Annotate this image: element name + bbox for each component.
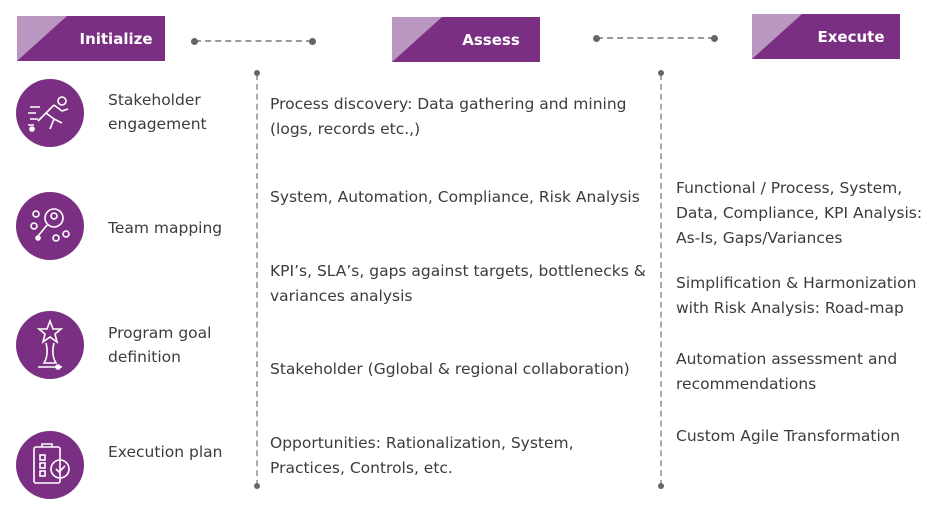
- phase-initialize: Initialize: [17, 16, 165, 61]
- execute-item: Functional / Process, System, Data, Comp…: [676, 179, 923, 247]
- execute-item: Automation assessment and recommendation…: [676, 350, 898, 393]
- divider-dot: [658, 70, 664, 76]
- trophy-star-icon: [16, 311, 84, 379]
- initialize-item-label: Execution plan: [108, 443, 223, 461]
- checklist-icon: [16, 431, 84, 499]
- assess-item: Opportunities: Rationalization, System, …: [270, 434, 574, 477]
- initialize-item-label: Stakeholder engagement: [108, 91, 207, 133]
- divider-dot: [254, 483, 260, 489]
- team-search-icon: [16, 192, 84, 260]
- divider-dot: [658, 483, 664, 489]
- connector-dot: [593, 35, 600, 42]
- execute-item: Custom Agile Transformation: [676, 427, 901, 445]
- execute-item: Simplification & Harmonization with Risk…: [676, 274, 917, 317]
- phase-assess: Assess: [392, 17, 540, 62]
- running-person-icon: [16, 79, 84, 147]
- phase-execute: Execute: [752, 14, 900, 59]
- assess-item: Process discovery: Data gathering and mi…: [270, 95, 627, 138]
- assess-item: System, Automation, Compliance, Risk Ana…: [270, 188, 640, 206]
- initialize-item-label: Team mapping: [108, 219, 223, 237]
- divider-dot: [254, 70, 260, 76]
- divider-1: [256, 74, 258, 486]
- divider-2: [660, 74, 662, 486]
- initialize-item-label: Program goal definition: [108, 324, 212, 366]
- assess-item: Stakeholder (Gglobal & regional collabor…: [270, 360, 630, 378]
- phase-assess-label: Assess: [462, 30, 520, 49]
- phase-initialize-label: Initialize: [79, 29, 153, 48]
- connector-2: [597, 37, 714, 39]
- connector-dot: [711, 35, 718, 42]
- phase-execute-label: Execute: [817, 27, 885, 46]
- assess-item: KPI’s, SLA’s, gaps against targets, bott…: [270, 262, 646, 305]
- connector-dot: [191, 38, 198, 45]
- connector-1: [195, 40, 312, 42]
- connector-dot: [309, 38, 316, 45]
